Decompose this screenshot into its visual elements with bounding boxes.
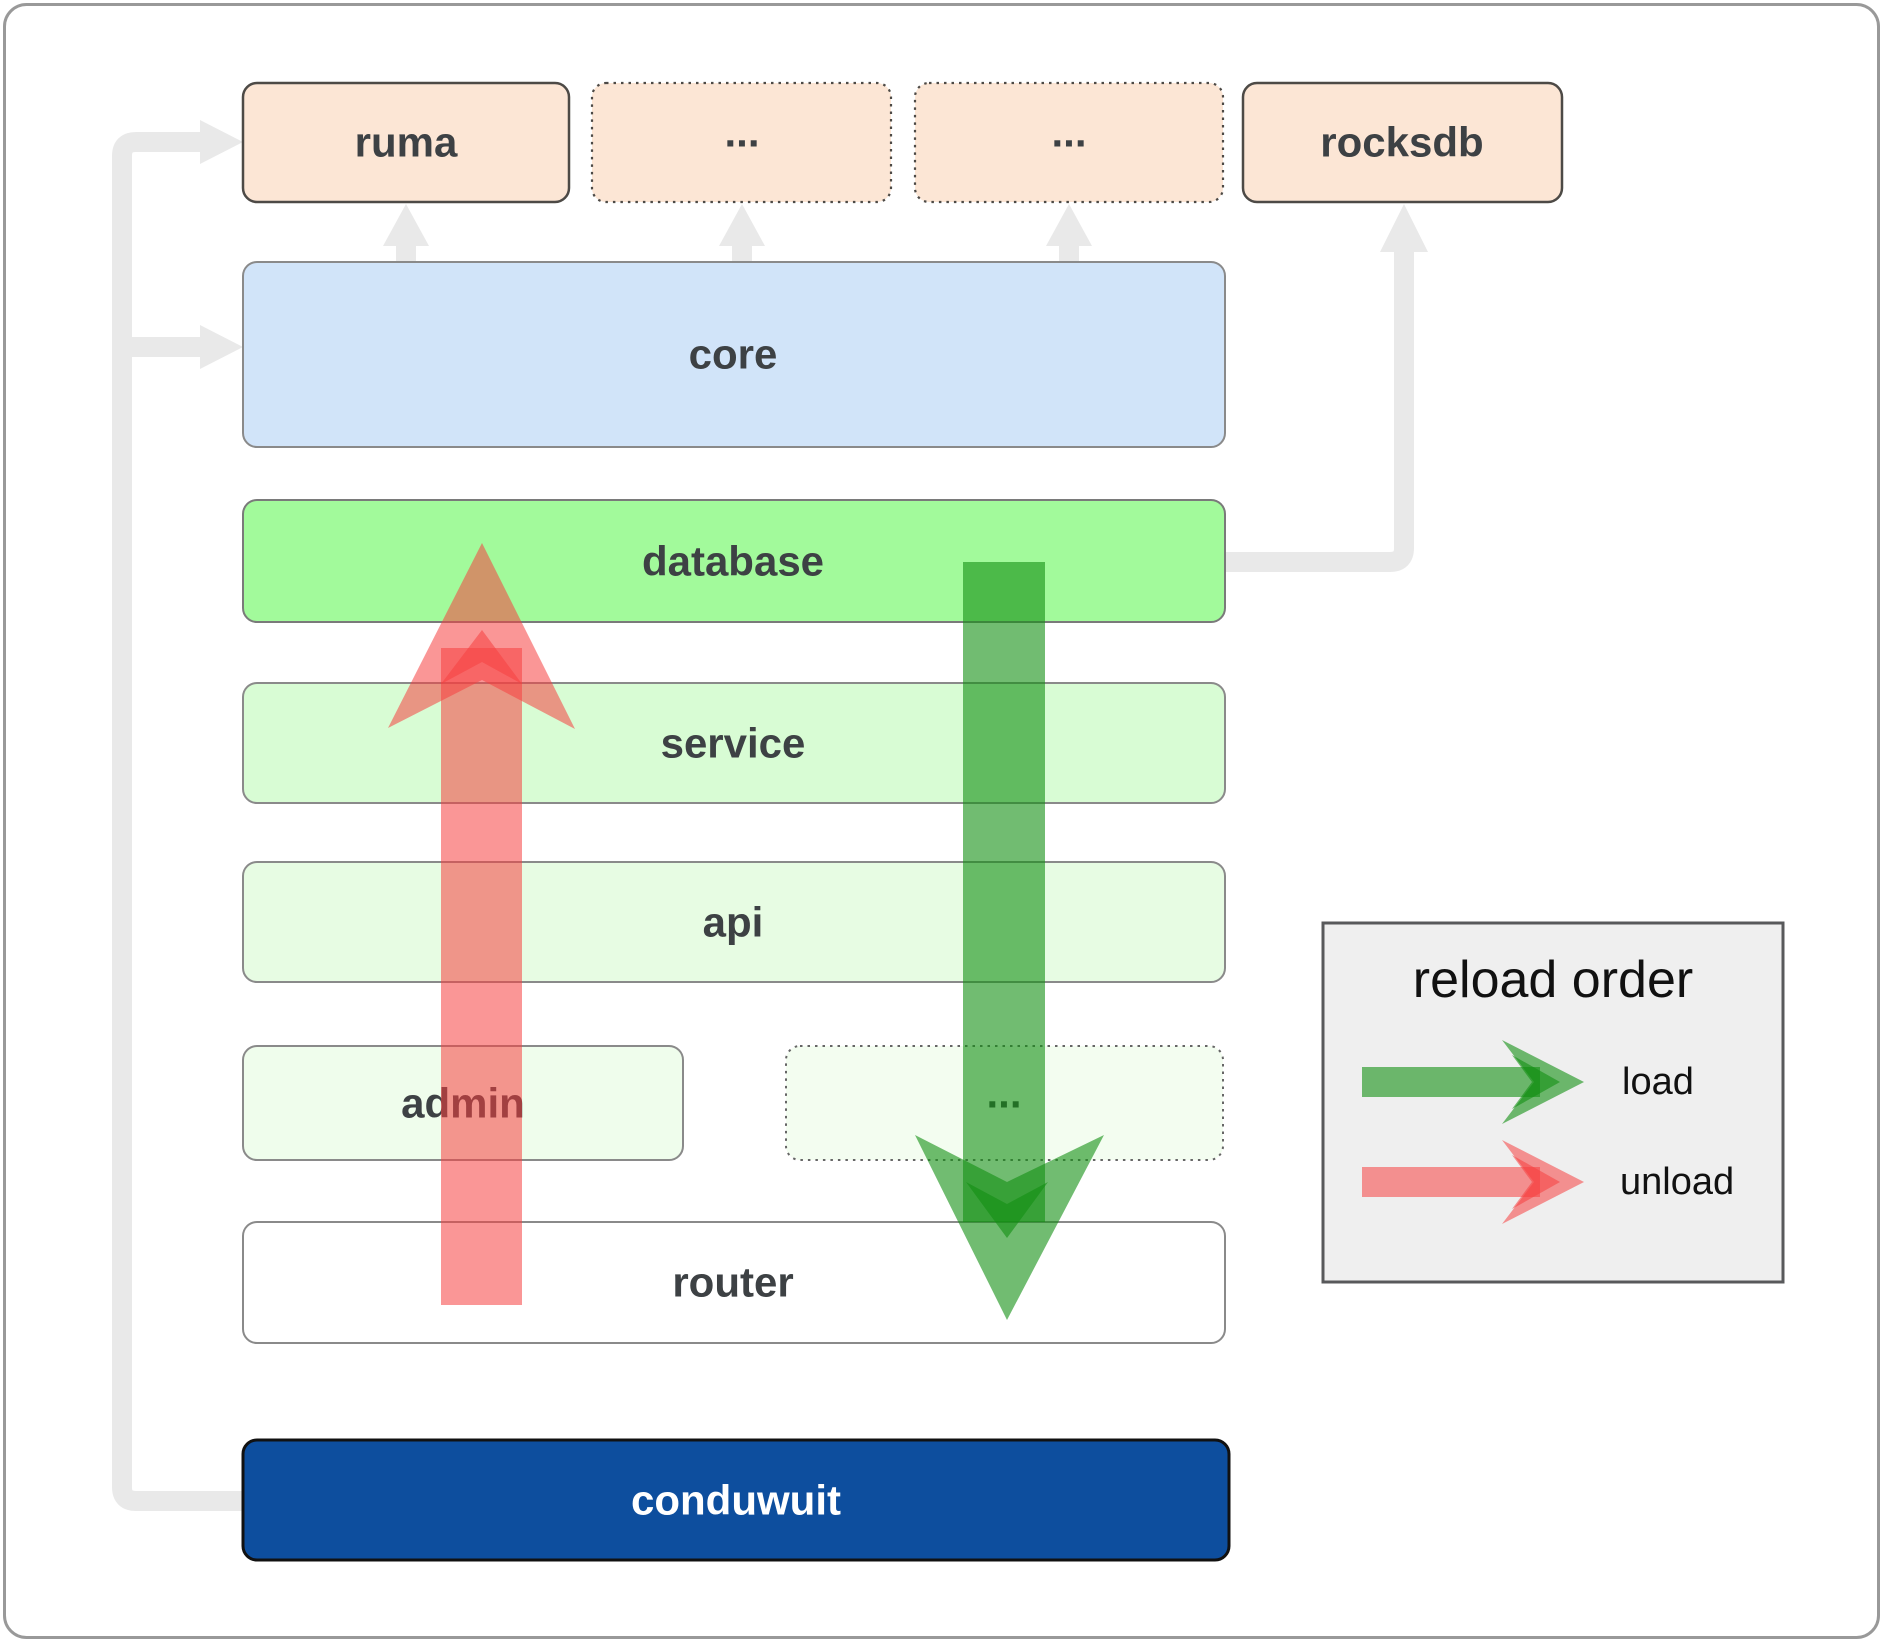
gray-connectors bbox=[112, 120, 1428, 1511]
node-service: service bbox=[242, 682, 1226, 804]
edge-database-rocksdb bbox=[1225, 250, 1414, 572]
edge-core-ellipsis-1-arrowhead bbox=[719, 204, 765, 246]
node-ellipsis-top-2-label: ... bbox=[1051, 109, 1086, 156]
edge-conduwuit-ruma-arrowhead bbox=[200, 120, 243, 164]
legend-load-arrow-head bbox=[1502, 1040, 1584, 1124]
node-ellipsis-top-1-box bbox=[590, 81, 893, 204]
node-core: core bbox=[242, 261, 1226, 448]
node-api: api bbox=[242, 861, 1226, 983]
node-ellipsis-top-2-box bbox=[913, 81, 1225, 204]
node-conduwuit-label: conduwuit bbox=[631, 1477, 841, 1524]
node-rocksdb-box bbox=[1241, 81, 1564, 204]
node-router-label: router bbox=[672, 1259, 793, 1306]
legend-unload-arrow-shaft bbox=[1362, 1167, 1540, 1197]
legend-load-arrow-shaft bbox=[1362, 1067, 1540, 1097]
legend-unload-label: unload bbox=[1620, 1161, 1734, 1203]
node-ruma-label: ruma bbox=[355, 119, 458, 166]
node-service-label: service bbox=[661, 720, 806, 767]
diagram-frame bbox=[3, 3, 1880, 1639]
node-conduwuit-box bbox=[241, 1438, 1231, 1562]
legend-load-label: load bbox=[1622, 1061, 1694, 1103]
node-api-label: api bbox=[703, 899, 764, 946]
node-ruma: ruma bbox=[241, 81, 571, 204]
load-arrow-shaft bbox=[963, 562, 1045, 1222]
unload-arrow bbox=[388, 543, 575, 1305]
edge-conduwuit-ruma bbox=[112, 132, 243, 1511]
node-ruma-box bbox=[241, 81, 571, 204]
node-database: database bbox=[242, 499, 1226, 623]
load-arrow bbox=[915, 562, 1104, 1320]
node-conduwuit: conduwuit bbox=[241, 1438, 1231, 1562]
node-core-box bbox=[242, 261, 1226, 448]
legend: reload order load unload bbox=[1321, 921, 1785, 1284]
node-rocksdb: rocksdb bbox=[1241, 81, 1564, 204]
node-router: router bbox=[242, 1221, 1226, 1344]
edge-conduwuit-core-arrowhead bbox=[200, 325, 243, 369]
node-ellipsis-top-2: ... bbox=[913, 81, 1225, 204]
legend-unload-arrow-head bbox=[1502, 1140, 1584, 1224]
node-ellipsis-top-1-label: ... bbox=[724, 109, 759, 156]
node-database-label: database bbox=[642, 538, 824, 585]
edge-core-ruma-arrowhead bbox=[383, 204, 429, 246]
legend-load-arrow-icon bbox=[1362, 1040, 1584, 1124]
node-rocksdb-label: rocksdb bbox=[1320, 119, 1483, 166]
load-arrow-head bbox=[915, 1135, 1104, 1320]
edge-database-rocksdb-arrowhead bbox=[1380, 204, 1428, 252]
unload-arrow-shaft bbox=[441, 648, 522, 1305]
legend-title: reload order bbox=[1413, 951, 1693, 1009]
legend-unload-arrow-icon bbox=[1362, 1140, 1584, 1224]
node-core-label: core bbox=[689, 331, 778, 378]
edge-core-ellipsis-2-arrowhead bbox=[1046, 204, 1092, 246]
unload-arrow-inner-marker bbox=[441, 630, 522, 684]
legend-box bbox=[1321, 921, 1785, 1284]
node-ellipsis-top-1: ... bbox=[590, 81, 893, 204]
